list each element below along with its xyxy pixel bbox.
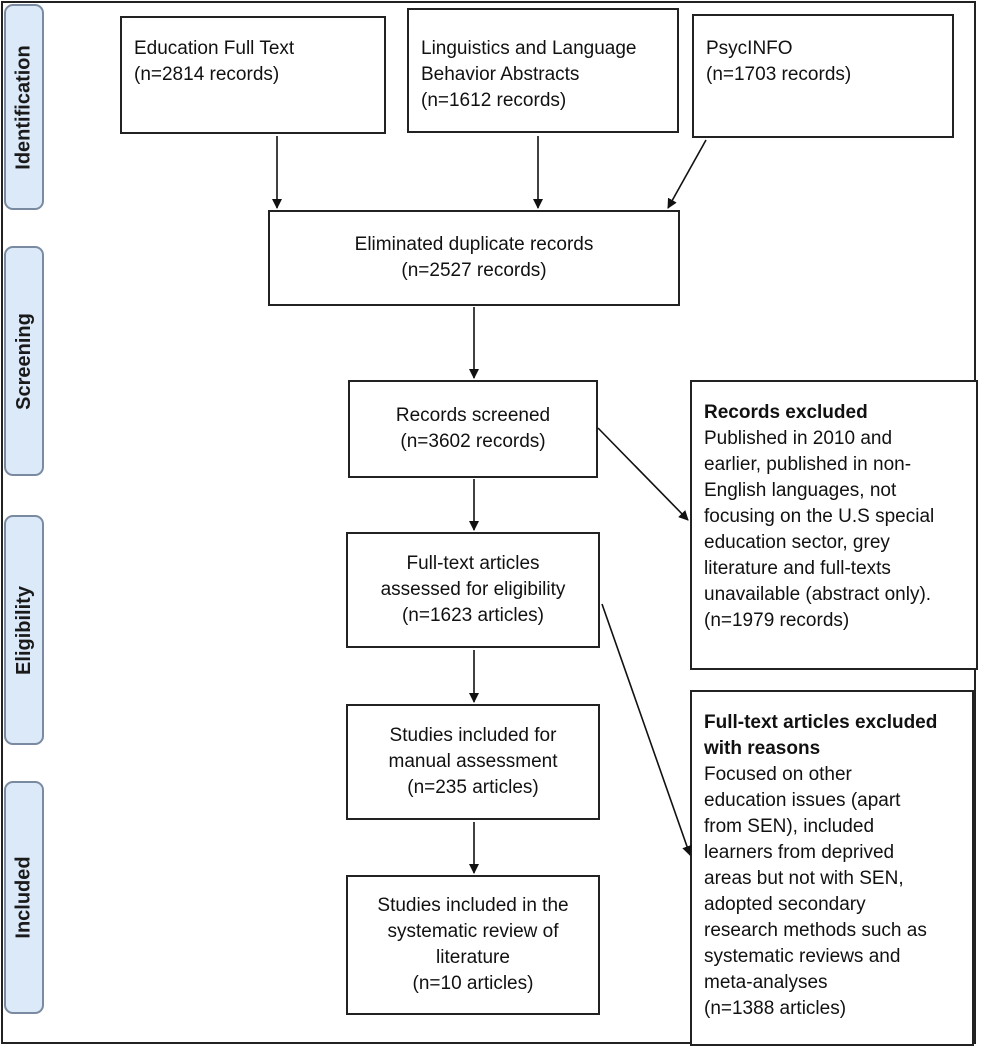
source-education-count: (n=2814 records): [134, 64, 280, 85]
source-linguistics: Linguistics and Language Behavior Abstra…: [407, 8, 679, 133]
fulltext-excluded-box: Full-text articles excluded with reasons…: [690, 690, 974, 1046]
duplicates-count: (n=2527 records): [401, 260, 547, 281]
records-screened-box: Records screened (n=3602 records): [348, 380, 598, 478]
manual-count: (n=235 articles): [407, 777, 539, 798]
fulltext-excluded-line: from SEN), included: [704, 816, 875, 837]
source-psycinfo: PsycINFO (n=1703 records): [692, 14, 954, 138]
final-included-box: Studies included in the systematic revie…: [346, 875, 600, 1015]
phase-eligibility: Eligibility: [4, 515, 44, 745]
records-excluded-line: earlier, published in non-: [704, 454, 912, 475]
source-linguistics-count: (n=1612 records): [421, 90, 567, 111]
included-count: (n=10 articles): [412, 973, 534, 994]
manual-assessment-box: Studies included for manual assessment (…: [346, 704, 600, 820]
fulltext-excluded-line: systematic reviews and: [704, 946, 901, 967]
source-psycinfo-name: PsycINFO: [706, 38, 793, 59]
source-linguistics-name-line2: Behavior Abstracts: [421, 64, 580, 85]
manual-label-line2: manual assessment: [388, 751, 558, 772]
source-education-full-text: Education Full Text (n=2814 records): [120, 16, 386, 134]
records-excluded-count: (n=1979 records): [704, 610, 850, 631]
phase-included: Included: [4, 781, 44, 1014]
arrow-screened-to-records-excluded: [597, 427, 689, 521]
records-excluded-line: Published in 2010 and: [704, 428, 893, 449]
fulltext-label-line1: Full-text articles: [406, 553, 540, 574]
records-excluded-line: literature and full-texts: [704, 558, 891, 579]
fulltext-excluded-line: areas but not with SEN,: [704, 868, 904, 889]
source-psycinfo-count: (n=1703 records): [706, 64, 852, 85]
fulltext-excluded-line: research methods such as: [704, 920, 927, 941]
fulltext-excluded-line: meta-analyses: [704, 972, 828, 993]
records-excluded-box: Records excluded Published in 2010 and e…: [690, 380, 978, 670]
arrow-fulltext-to-fulltext-excluded: [601, 603, 692, 856]
records-excluded-line: English languages, not: [704, 480, 897, 501]
records-excluded-title: Records excluded: [704, 402, 868, 423]
duplicates-label: Eliminated duplicate records: [354, 234, 594, 255]
fulltext-count: (n=1623 articles): [401, 605, 545, 626]
records-excluded-line: unavailable (abstract only).: [704, 584, 932, 605]
manual-label-line1: Studies included for: [389, 725, 557, 746]
fulltext-excluded-line: Focused on other: [704, 764, 852, 785]
screened-count: (n=3602 records): [400, 431, 546, 452]
phase-screening: Screening: [4, 246, 44, 476]
eliminated-duplicates-box: Eliminated duplicate records (n=2527 rec…: [268, 210, 680, 306]
included-label-line2: systematic review of: [387, 921, 559, 942]
fulltext-label-line2: assessed for eligibility: [380, 579, 566, 600]
records-excluded-line: education sector, grey: [704, 532, 890, 553]
records-excluded-line: focusing on the U.S special: [704, 506, 935, 527]
phase-identification: Identification: [4, 4, 44, 210]
source-linguistics-name-line1: Linguistics and Language: [421, 38, 637, 59]
included-label-line3: literature: [436, 947, 510, 968]
fulltext-excluded-line: learners from deprived: [704, 842, 895, 863]
fulltext-excluded-title-line1: Full-text articles excluded: [704, 712, 938, 733]
source-education-name: Education Full Text: [134, 38, 295, 59]
arrow-psycinfo-to-duplicates: [667, 139, 707, 209]
fulltext-excluded-count: (n=1388 articles): [704, 998, 847, 1019]
fulltext-excluded-title-line2: with reasons: [704, 738, 821, 759]
fulltext-assessed-box: Full-text articles assessed for eligibil…: [346, 532, 600, 648]
screened-label: Records screened: [395, 405, 551, 426]
fulltext-excluded-line: adopted secondary: [704, 894, 866, 915]
fulltext-excluded-line: education issues (apart: [704, 790, 901, 811]
included-label-line1: Studies included in the: [377, 895, 569, 916]
